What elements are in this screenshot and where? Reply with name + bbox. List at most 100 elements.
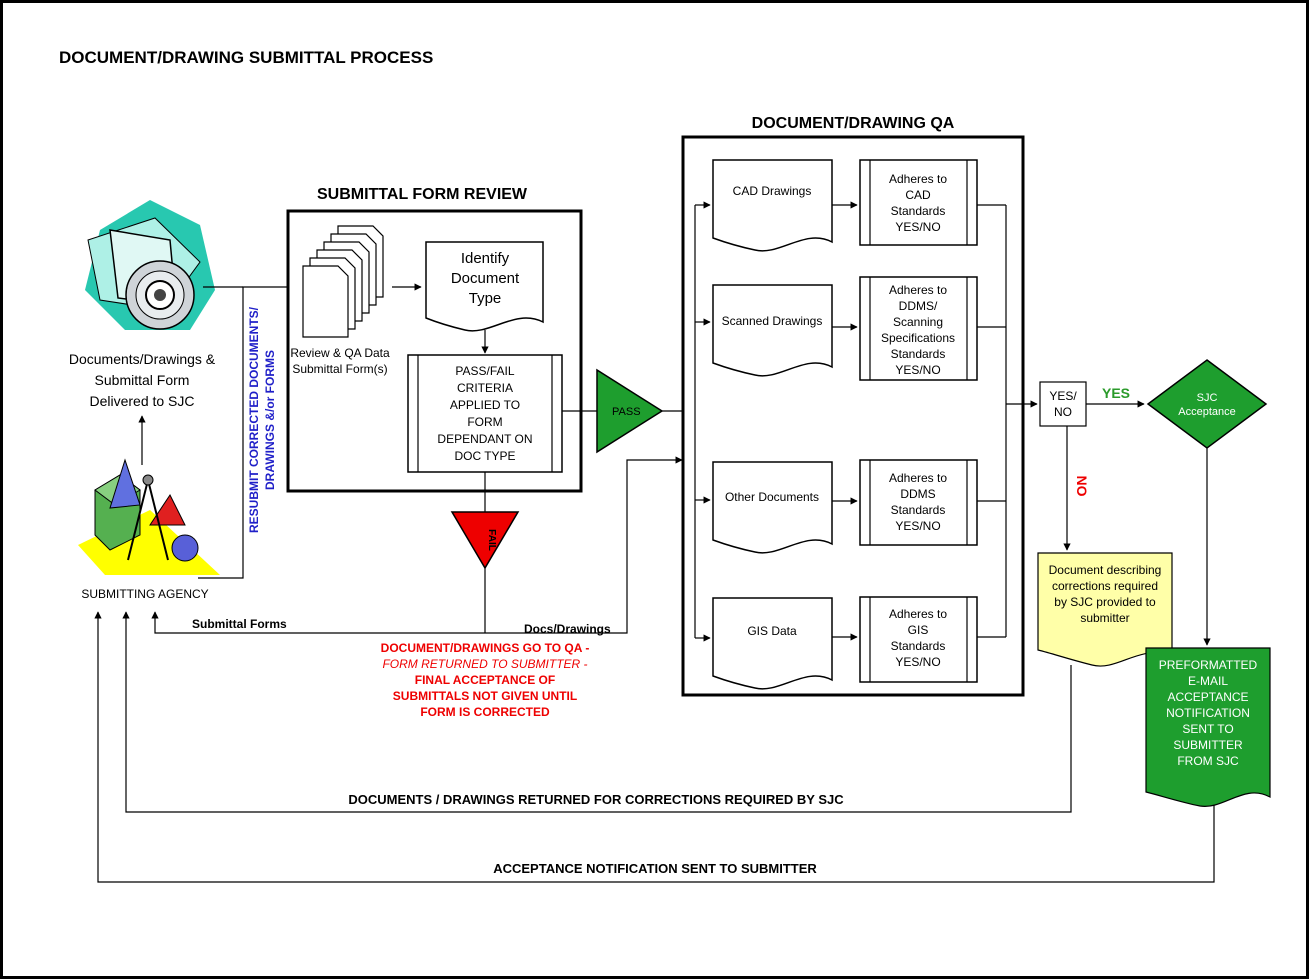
svg-text:DOCUMENT/DRAWINGS GO TO QA -: DOCUMENT/DRAWINGS GO TO QA -: [381, 641, 590, 655]
scanned-drawings-shape: [712, 284, 833, 377]
identify-document-type-shape: [425, 241, 544, 332]
svg-text:Delivered to SJC: Delivered to SJC: [89, 393, 194, 409]
fail-label: FAIL: [486, 529, 497, 551]
svg-text:Adheres to: Adheres to: [889, 172, 947, 186]
svg-text:Review & QA Data: Review & QA Data: [290, 346, 390, 360]
gis-standards-box: [859, 596, 978, 683]
svg-text:Submittal Form: Submittal Form: [95, 372, 190, 388]
page-title: DOCUMENT/DRAWING SUBMITTAL PROCESS: [59, 48, 433, 67]
acceptance-notification-label: ACCEPTANCE NOTIFICATION SENT TO SUBMITTE…: [493, 861, 817, 876]
fail-note: DOCUMENT/DRAWINGS GO TO QA - FORM RETURN…: [381, 641, 590, 719]
returned-for-corrections-label: DOCUMENTS / DRAWINGS RETURNED FOR CORREC…: [348, 792, 844, 807]
svg-text:Documents/Drawings &: Documents/Drawings &: [69, 351, 216, 367]
other-documents-shape: [712, 461, 833, 554]
svg-text:SUBMITTER: SUBMITTER: [1173, 738, 1243, 752]
svg-text:ACCEPTANCE: ACCEPTANCE: [1167, 690, 1248, 704]
fail-triangle: [450, 511, 520, 570]
yes-no-box: [1039, 381, 1087, 427]
scanned-standards-box: [859, 276, 978, 381]
svg-text:Type: Type: [469, 290, 502, 307]
svg-text:Identify: Identify: [461, 250, 510, 267]
svg-text:Specifications: Specifications: [881, 331, 955, 345]
svg-text:NOTIFICATION: NOTIFICATION: [1166, 706, 1250, 720]
sjc-acceptance-label: SJC Acceptance: [1178, 392, 1235, 418]
pass-triangle: [596, 368, 664, 454]
svg-text:Acceptance: Acceptance: [1178, 406, 1235, 418]
svg-text:SJC: SJC: [1197, 392, 1218, 404]
svg-text:submitter: submitter: [1080, 611, 1129, 625]
svg-text:FORM IS CORRECTED: FORM IS CORRECTED: [420, 705, 550, 719]
submittal-forms-return-arrow: [151, 611, 485, 634]
criteria-label: PASS/FAIL CRITERIA APPLIED TO FORM DEPEN…: [437, 364, 532, 463]
svg-text:SUBMITTALS NOT GIVEN UNTIL: SUBMITTALS NOT GIVEN UNTIL: [393, 689, 577, 703]
resubmit-label: RESUBMIT CORRECTED DOCUMENTS/ DRAWINGS &…: [247, 306, 277, 533]
pass-label: PASS: [612, 406, 641, 418]
docs-drawings-label: Docs/Drawings: [524, 622, 611, 636]
acceptance-notification-arrow: [94, 611, 1215, 883]
svg-text:Adheres to: Adheres to: [889, 607, 947, 621]
cad-drawings-shape: [712, 159, 833, 252]
stack-label: Review & QA Data Submittal Form(s): [290, 346, 390, 376]
svg-text:RESUBMIT CORRECTED DOCUMENTS/: RESUBMIT CORRECTED DOCUMENTS/: [247, 306, 261, 533]
documents-delivered-icon: [85, 200, 215, 330]
svg-text:by SJC provided to: by SJC provided to: [1054, 595, 1156, 609]
submittal-forms-label: Submittal Forms: [192, 617, 287, 631]
svg-text:Adheres to: Adheres to: [889, 283, 947, 297]
svg-text:Standards: Standards: [891, 639, 946, 653]
svg-text:APPLIED TO: APPLIED TO: [450, 398, 520, 412]
svg-text:PREFORMATTED: PREFORMATTED: [1159, 658, 1258, 672]
no-label: NO: [1074, 476, 1090, 497]
svg-text:Submittal Form(s): Submittal Form(s): [292, 362, 387, 376]
scanned-drawings-label: Scanned Drawings: [722, 314, 823, 328]
svg-text:DRAWINGS &/or FORMS: DRAWINGS &/or FORMS: [263, 350, 277, 490]
svg-text:YES/NO: YES/NO: [895, 220, 940, 234]
cad-standards-label: Adheres to CAD Standards YES/NO: [889, 172, 947, 234]
other-standards-box: [859, 459, 978, 546]
delivered-label: Documents/Drawings & Submittal Form Deli…: [69, 351, 216, 409]
svg-text:YES/NO: YES/NO: [895, 655, 940, 669]
svg-text:NO: NO: [1054, 405, 1072, 419]
svg-text:Standards: Standards: [891, 503, 946, 517]
svg-text:PASS/FAIL: PASS/FAIL: [455, 364, 514, 378]
gis-data-label: GIS Data: [747, 624, 797, 638]
svg-text:CAD: CAD: [905, 188, 931, 202]
svg-text:Standards: Standards: [891, 347, 946, 361]
other-documents-label: Other Documents: [725, 490, 819, 504]
cad-standards-box: [859, 159, 978, 246]
submitting-agency-icon: [78, 458, 220, 575]
svg-text:FORM: FORM: [467, 415, 502, 429]
submitting-agency-label: SUBMITTING AGENCY: [81, 587, 208, 601]
svg-text:SENT TO: SENT TO: [1182, 722, 1233, 736]
email-notification-shape: [1145, 647, 1271, 807]
svg-text:YES/NO: YES/NO: [895, 519, 940, 533]
scanned-standards-label: Adheres to DDMS/ Scanning Specifications…: [881, 283, 955, 377]
svg-text:CRITERIA: CRITERIA: [457, 381, 513, 395]
gis-standards-label: Adheres to GIS Standards YES/NO: [889, 607, 947, 669]
svg-text:Adheres to: Adheres to: [889, 471, 947, 485]
identify-document-type-label: Identify Document Type: [451, 250, 520, 307]
returned-for-corrections-arrow: [122, 611, 1072, 813]
pass-fail-criteria-box: [407, 354, 563, 473]
svg-text:Document: Document: [451, 270, 520, 287]
resubmit-arrow: [198, 282, 301, 579]
submittal-forms-stack-icon: [302, 225, 384, 338]
docs-drawings-to-qa-arrow: [485, 456, 683, 634]
svg-text:FROM SJC: FROM SJC: [1177, 754, 1239, 768]
svg-text:FINAL ACCEPTANCE OF: FINAL ACCEPTANCE OF: [415, 673, 555, 687]
yes-no-label: YES/ NO: [1049, 389, 1077, 419]
email-notification-label: PREFORMATTED E-MAIL ACCEPTANCE NOTIFICAT…: [1159, 658, 1258, 768]
qa-heading: DOCUMENT/DRAWING QA: [752, 115, 955, 132]
svg-text:Document describing: Document describing: [1049, 563, 1162, 577]
svg-text:E-MAIL: E-MAIL: [1188, 674, 1228, 688]
svg-text:DOC TYPE: DOC TYPE: [454, 449, 515, 463]
svg-text:DDMS: DDMS: [900, 487, 935, 501]
submittal-form-review-heading: SUBMITTAL FORM REVIEW: [317, 186, 528, 203]
svg-text:corrections required: corrections required: [1052, 579, 1158, 593]
svg-text:Scanning: Scanning: [893, 315, 943, 329]
cad-drawings-label: CAD Drawings: [733, 184, 812, 198]
svg-text:FORM RETURNED TO SUBMITTER -: FORM RETURNED TO SUBMITTER -: [382, 657, 587, 671]
svg-text:GIS: GIS: [908, 623, 929, 637]
svg-text:DDMS/: DDMS/: [899, 299, 938, 313]
